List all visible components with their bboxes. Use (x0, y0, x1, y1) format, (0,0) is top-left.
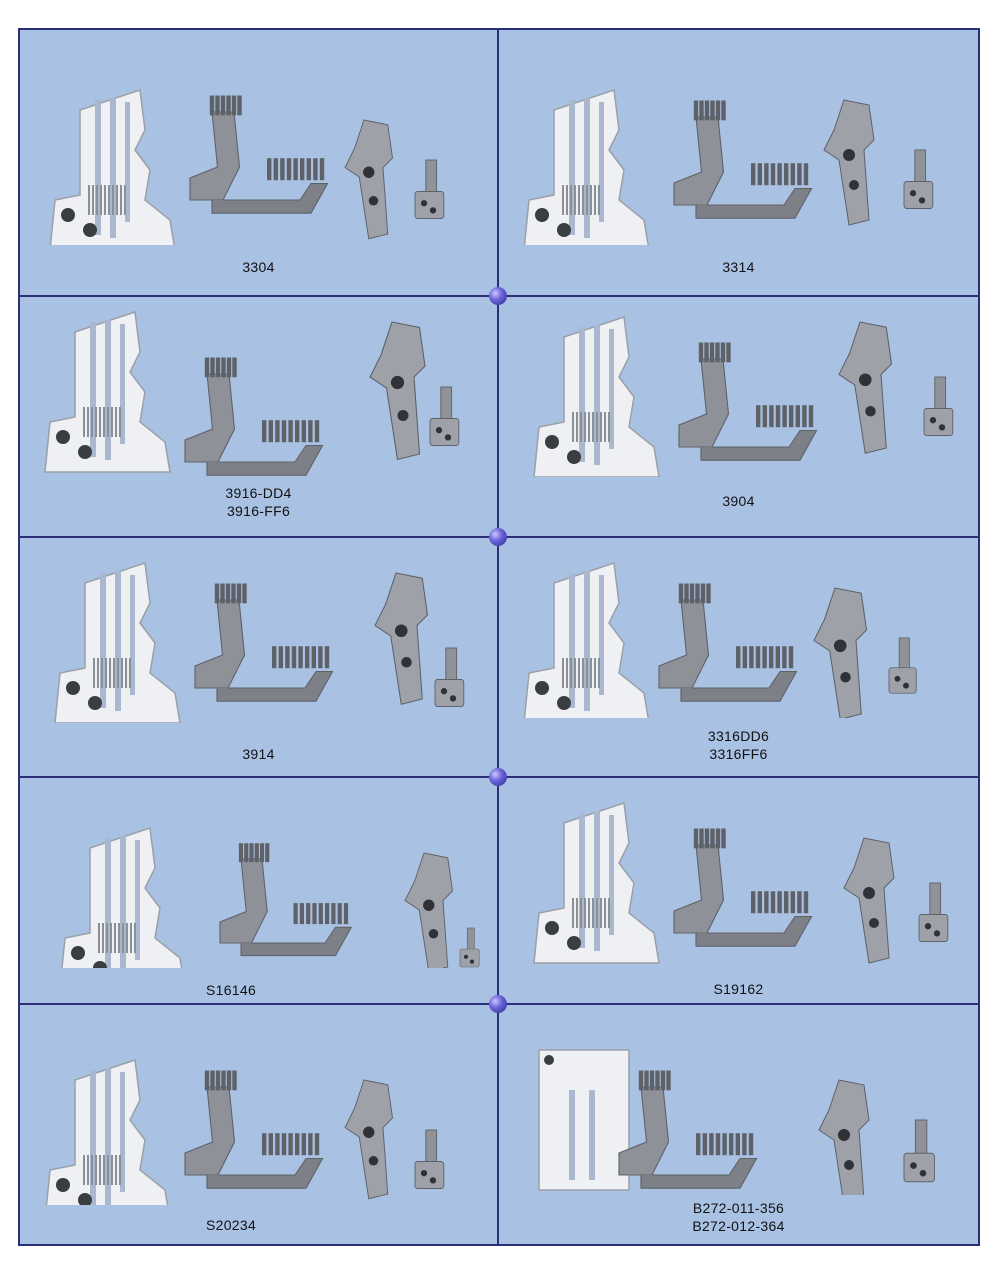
presser-foot-part (823, 99, 875, 226)
model-number: 3314 (722, 259, 755, 275)
part-set-image (523, 88, 934, 245)
part-set-image (49, 88, 445, 245)
feed-dog-part (673, 828, 813, 947)
presser-foot-part (843, 837, 895, 964)
needle-plate-part (523, 561, 649, 718)
needle-plate-part (523, 88, 649, 245)
needle-plate-part (533, 315, 660, 477)
part-set-image (44, 310, 460, 476)
presser-foot-part (344, 1079, 394, 1200)
part-set-cell: S20234 (20, 1005, 497, 1244)
model-number: 3914 (242, 746, 275, 762)
feed-dog-part (194, 583, 334, 702)
part-set-cell: 3904 (499, 297, 978, 536)
part-set-cell: 3914 (20, 538, 497, 776)
needle-plate-part (45, 1058, 169, 1205)
feed-dog-part (184, 1070, 324, 1189)
part-set-image (45, 1058, 445, 1205)
part-set-image (533, 801, 949, 964)
presser-foot-part (374, 572, 429, 705)
divider-dot-2 (489, 528, 507, 546)
divider-dot-1 (489, 287, 507, 305)
part-set-image (538, 1049, 935, 1195)
needle-clamp-part (459, 927, 480, 968)
feed-dog-part (189, 95, 329, 214)
part-set-cell: S19162 (499, 778, 978, 1003)
model-number: S19162 (713, 981, 764, 997)
needle-clamp-part (918, 882, 949, 942)
column-divider (497, 28, 499, 1246)
needle-clamp-part (923, 376, 954, 436)
feed-dog-part (184, 357, 324, 476)
presser-foot-part (369, 321, 426, 461)
needle-plate-part (44, 310, 171, 473)
needle-clamp-part (429, 386, 460, 446)
part-set-image (54, 561, 465, 723)
model-number: 3304 (242, 259, 275, 275)
needle-clamp-part (414, 1129, 445, 1189)
feed-dog-part (618, 1070, 758, 1189)
part-set-cell: 3304 (20, 30, 497, 295)
presser-foot-part (818, 1079, 870, 1195)
feed-dog-part (219, 843, 353, 957)
needle-clamp-part (434, 647, 465, 707)
part-set-image (533, 315, 954, 477)
needle-plate-part (54, 561, 181, 723)
presser-foot-part (838, 321, 893, 454)
needle-clamp-part (903, 1119, 935, 1183)
needle-clamp-part (888, 637, 917, 694)
part-set-cell: 3314 (499, 30, 978, 295)
model-number: S16146 (206, 982, 257, 998)
feed-dog-part (658, 583, 798, 702)
presser-foot-part (344, 119, 394, 240)
divider-dot-3 (489, 768, 507, 786)
needle-clamp-part (414, 159, 445, 219)
feed-dog-part (673, 100, 813, 219)
needle-plate-part (61, 826, 183, 968)
model-number: 3904 (722, 493, 755, 509)
part-set-cell: S16146 (20, 778, 497, 1003)
needle-plate-part (533, 801, 660, 964)
model-number: S20234 (206, 1217, 257, 1233)
part-set-image (61, 826, 480, 968)
part-set-image (523, 561, 917, 718)
divider-dot-4 (489, 995, 507, 1013)
presser-foot-part (813, 587, 868, 718)
feed-dog-part (678, 342, 818, 461)
needle-clamp-part (903, 149, 934, 209)
presser-foot-part (404, 852, 454, 968)
square-needle-plate-part (538, 1049, 630, 1191)
needle-plate-part (49, 88, 175, 245)
